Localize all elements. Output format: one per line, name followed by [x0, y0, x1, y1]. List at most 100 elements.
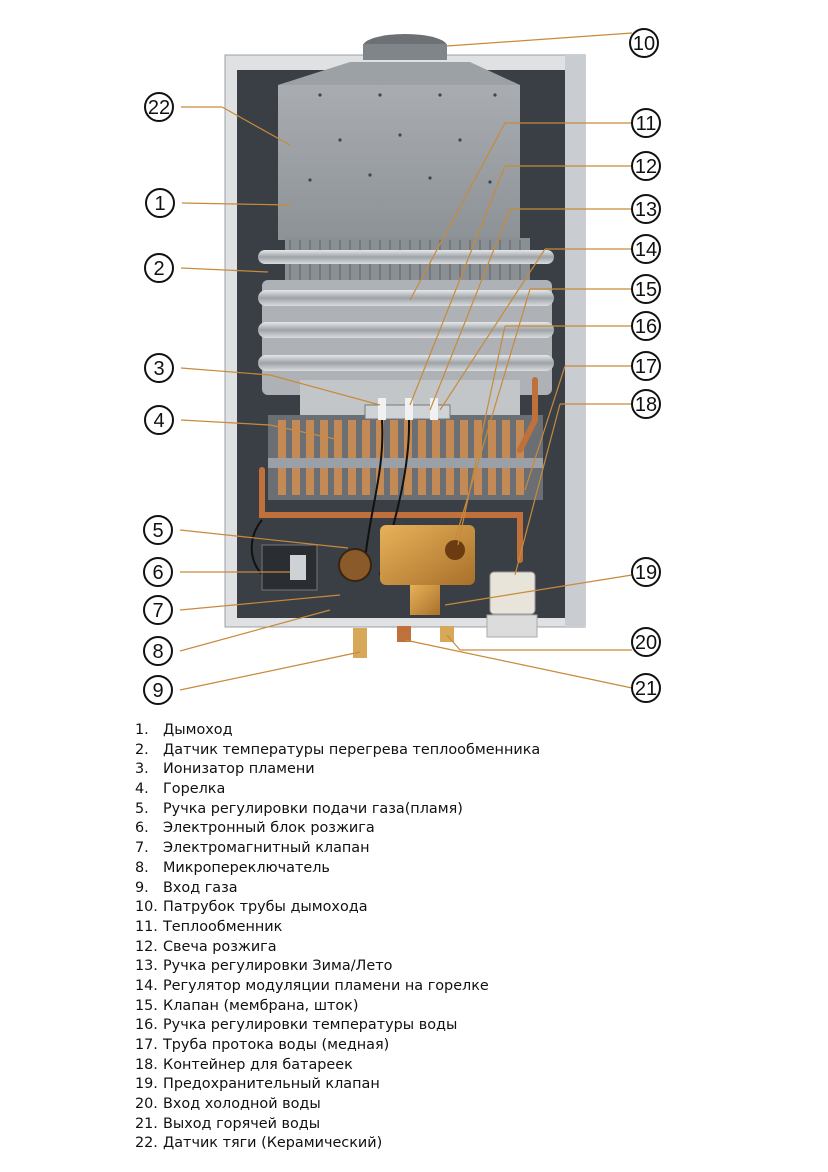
legend-number: 15.: [135, 997, 158, 1014]
legend-text: Выход горячей воды: [163, 1115, 321, 1132]
callout-label: 10: [633, 33, 655, 55]
legend-number: 7.: [135, 840, 149, 857]
callout-label: 5: [152, 520, 163, 542]
legend-number: 22.: [135, 1135, 158, 1152]
callout-label: 7: [152, 600, 163, 622]
legend-number: 9.: [135, 879, 149, 896]
callout-label: 1: [154, 193, 165, 215]
legend-item: 13.Ручка регулировки Зима/Лето: [135, 957, 755, 977]
legend-number: 21.: [135, 1115, 158, 1132]
legend-text: Горелка: [163, 781, 226, 798]
bottom-fittings: [353, 626, 454, 658]
callout-label: 13: [635, 199, 657, 221]
callout-label: 15: [635, 279, 657, 301]
callout-label: 2: [153, 258, 164, 280]
legend-number: 16.: [135, 1017, 158, 1034]
legend-item: 3.Ионизатор пламени: [135, 760, 755, 780]
legend-text: Датчик температуры перегрева теплообменн…: [163, 741, 541, 758]
legend-item: 1. Дымоход: [135, 721, 755, 741]
callout-16: 16: [631, 311, 661, 341]
legend-number: 18.: [135, 1056, 158, 1073]
callout-label: 16: [635, 316, 657, 338]
legend-text: Электронный блок розжига: [163, 820, 375, 837]
legend-text: Электромагнитный клапан: [163, 840, 370, 857]
callout-12: 12: [631, 151, 661, 181]
legend-item: 22. Датчик тяги (Керамический): [135, 1134, 755, 1154]
callout-18: 18: [631, 389, 661, 419]
copper-pipes: [259, 377, 538, 563]
legend-item: 18. Контейнер для батареек: [135, 1056, 755, 1076]
legend-text: Микропереключатель: [163, 859, 330, 876]
legend-text: Труба протока воды (медная): [163, 1037, 390, 1053]
callout-5: 5: [143, 515, 173, 545]
callout-label: 8: [152, 641, 163, 663]
legend-text: Вход газа: [163, 879, 238, 896]
callout-21: 21: [631, 673, 661, 703]
legend-number: 14.: [135, 977, 158, 994]
legend-item: 2. Датчик температуры перегрева теплообме…: [135, 741, 755, 761]
callout-label: 21: [635, 678, 657, 700]
legend-item: 16. Ручка регулировки температуры воды: [135, 1016, 755, 1036]
legend-text: Ручка регулировки температуры воды: [163, 1017, 458, 1034]
legend-item: 21. Выход горячей воды: [135, 1115, 755, 1135]
callout-8: 8: [143, 636, 173, 666]
legend-item: 11. Теплообменник: [135, 918, 755, 938]
callout-label: 20: [635, 632, 657, 654]
legend-text: Дымоход: [163, 722, 233, 738]
legend-text: Теплообменник: [163, 918, 283, 935]
legend-text: Контейнер для батареек: [163, 1056, 353, 1073]
legend-number: 2.: [135, 741, 149, 758]
legend-text: Клапан (мембрана, шток): [163, 997, 359, 1014]
legend-number: 12.: [135, 938, 158, 955]
callout-4: 4: [144, 405, 174, 435]
legend-number: 11.: [135, 918, 158, 935]
legend-text: Ручка регулировки Зима/Лето: [163, 958, 393, 975]
callout-label: 6: [152, 562, 163, 584]
callout-22: 22: [144, 92, 174, 122]
callout-label: 22: [148, 97, 170, 119]
callout-label: 14: [635, 239, 657, 261]
legend-text: Предохранительный клапан: [163, 1076, 380, 1093]
legend-item: 5.Ручка регулировки подачи газа(пламя): [135, 800, 755, 820]
legend-item: 7. Электромагнитный клапан: [135, 839, 755, 859]
callout-label: 4: [153, 410, 164, 432]
legend-number: 8.: [135, 859, 149, 876]
ignition-electrodes: [364, 398, 451, 420]
burner: [268, 415, 543, 500]
callout-11: 11: [631, 108, 661, 138]
legend-text: Вход холодной воды: [163, 1096, 321, 1113]
callout-3: 3: [144, 353, 174, 383]
legend-number: 1.: [135, 722, 149, 738]
callout-1: 1: [145, 188, 175, 218]
heat-exchanger: [258, 250, 554, 415]
callout-20: 20: [631, 627, 661, 657]
callout-label: 12: [635, 156, 657, 178]
legend-text: Датчик тяги (Керамический): [163, 1135, 383, 1152]
legend-item: 15. Клапан (мембрана, шток): [135, 997, 755, 1017]
callout-13: 13: [631, 194, 661, 224]
legend-number: 20.: [135, 1096, 158, 1113]
ignition-unit: [261, 544, 318, 591]
callout-17: 17: [631, 351, 661, 381]
legend-text: Свеча розжига: [163, 938, 277, 955]
legend-number: 10.: [135, 899, 158, 916]
flue-hood: [278, 62, 520, 240]
callout-label: 11: [636, 113, 657, 135]
leader-lines: [179, 32, 633, 691]
legend-item: 6.Электронный блок розжига: [135, 819, 755, 839]
callout-7: 7: [143, 595, 173, 625]
gas-valve-block: [338, 525, 475, 615]
legend-item: 10. Патрубок трубы дымохода: [135, 898, 755, 918]
battery-container: [486, 571, 538, 638]
callout-6: 6: [143, 557, 173, 587]
callout-label: 19: [635, 562, 657, 584]
legend-item: 4.Горелка: [135, 780, 755, 800]
callout-19: 19: [631, 557, 661, 587]
legend-text: Регулятор модуляции пламени на горелке: [163, 977, 489, 994]
callout-label: 3: [153, 358, 164, 380]
legend-item: 20. Вход холодной воды: [135, 1095, 755, 1115]
callout-15: 15: [631, 274, 661, 304]
callout-2: 2: [144, 253, 174, 283]
callout-10: 10: [629, 28, 659, 58]
legend-text: Патрубок трубы дымохода: [163, 899, 368, 916]
